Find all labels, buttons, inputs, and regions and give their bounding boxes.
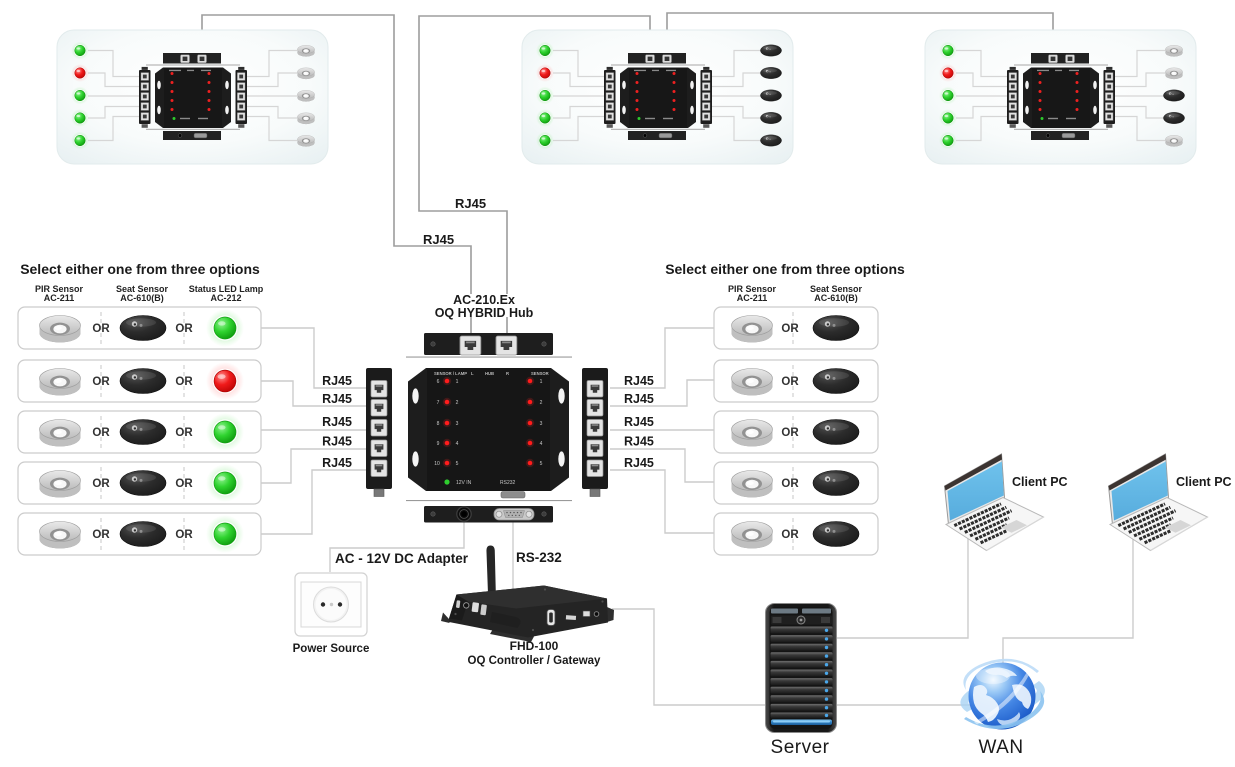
svg-text:RJ45: RJ45 — [423, 232, 454, 247]
svg-text:2: 2 — [540, 400, 543, 406]
svg-text:3: 3 — [540, 421, 543, 427]
svg-text:12V IN: 12V IN — [456, 480, 472, 486]
svg-text:OQ HYBRID Hub: OQ HYBRID Hub — [435, 306, 534, 320]
svg-text:OR: OR — [781, 529, 799, 541]
svg-text:RJ45: RJ45 — [455, 196, 486, 211]
svg-text:AC-610(B): AC-610(B) — [814, 293, 858, 303]
svg-text:OR: OR — [781, 323, 799, 335]
svg-text:OR: OR — [175, 376, 193, 388]
svg-text:SENSOR / LAMP: SENSOR / LAMP — [434, 371, 467, 376]
svg-text:OR: OR — [92, 323, 110, 335]
svg-text:OR: OR — [781, 376, 799, 388]
svg-text:8: 8 — [437, 421, 440, 427]
svg-text:RJ45: RJ45 — [322, 456, 352, 470]
svg-text:Power Source: Power Source — [293, 643, 370, 655]
svg-text:PIR Sensor: PIR Sensor — [728, 284, 777, 294]
svg-text:1: 1 — [456, 379, 459, 385]
svg-text:FHD-100: FHD-100 — [510, 639, 559, 653]
svg-text:RJ45: RJ45 — [322, 374, 352, 388]
svg-text:OR: OR — [92, 529, 110, 541]
svg-text:9: 9 — [437, 441, 440, 447]
svg-text:RJ45: RJ45 — [322, 415, 352, 429]
svg-text:OR: OR — [92, 376, 110, 388]
svg-text:OR: OR — [175, 478, 193, 490]
svg-text:R: R — [506, 371, 509, 376]
svg-text:RS232: RS232 — [500, 480, 516, 486]
svg-text:AC-610(B): AC-610(B) — [120, 293, 164, 303]
svg-text:OR: OR — [781, 427, 799, 439]
svg-text:OR: OR — [175, 323, 193, 335]
svg-text:AC-212: AC-212 — [210, 293, 241, 303]
svg-text:OQ Controller / Gateway: OQ Controller / Gateway — [468, 655, 602, 667]
svg-text:7: 7 — [437, 400, 440, 406]
svg-text:HUB: HUB — [485, 371, 494, 376]
svg-text:Status LED Lamp: Status LED Lamp — [189, 284, 264, 294]
svg-text:AC-211: AC-211 — [44, 293, 75, 303]
svg-text:RS-232: RS-232 — [516, 550, 562, 565]
svg-text:OR: OR — [175, 427, 193, 439]
svg-text:RJ45: RJ45 — [624, 392, 654, 406]
svg-text:4: 4 — [540, 441, 543, 447]
svg-text:OR: OR — [92, 478, 110, 490]
svg-text:Select either one from three o: Select either one from three options — [20, 261, 260, 277]
svg-text:RJ45: RJ45 — [322, 392, 352, 406]
svg-text:6: 6 — [437, 379, 440, 385]
svg-text:Seat Sensor: Seat Sensor — [810, 284, 863, 294]
svg-text:Server: Server — [771, 737, 830, 758]
svg-text:5: 5 — [540, 461, 543, 467]
svg-text:4: 4 — [456, 441, 459, 447]
svg-text:2: 2 — [456, 400, 459, 406]
svg-text:AC-210.Ex: AC-210.Ex — [453, 293, 515, 307]
svg-text:AC - 12V DC Adapter: AC - 12V DC Adapter — [335, 551, 469, 566]
svg-text:Client PC: Client PC — [1012, 475, 1068, 489]
svg-text:PIR Sensor: PIR Sensor — [35, 284, 84, 294]
svg-text:RJ45: RJ45 — [322, 435, 352, 449]
svg-text:L: L — [471, 371, 474, 376]
svg-text:AC-211: AC-211 — [737, 293, 768, 303]
svg-text:3: 3 — [456, 421, 459, 427]
svg-text:OR: OR — [781, 478, 799, 490]
svg-text:RJ45: RJ45 — [624, 374, 654, 388]
svg-text:Select either one from three o: Select either one from three options — [665, 261, 905, 277]
svg-text:SENSOR: SENSOR — [531, 371, 549, 376]
svg-text:RJ45: RJ45 — [624, 456, 654, 470]
svg-text:OR: OR — [175, 529, 193, 541]
svg-text:WAN: WAN — [978, 737, 1023, 758]
svg-text:5: 5 — [456, 461, 459, 467]
svg-text:Client PC: Client PC — [1176, 475, 1232, 489]
svg-text:RJ45: RJ45 — [624, 415, 654, 429]
svg-text:OR: OR — [92, 427, 110, 439]
svg-text:Seat Sensor: Seat Sensor — [116, 284, 169, 294]
svg-text:10: 10 — [434, 461, 440, 467]
svg-text:RJ45: RJ45 — [624, 435, 654, 449]
svg-text:1: 1 — [540, 379, 543, 385]
